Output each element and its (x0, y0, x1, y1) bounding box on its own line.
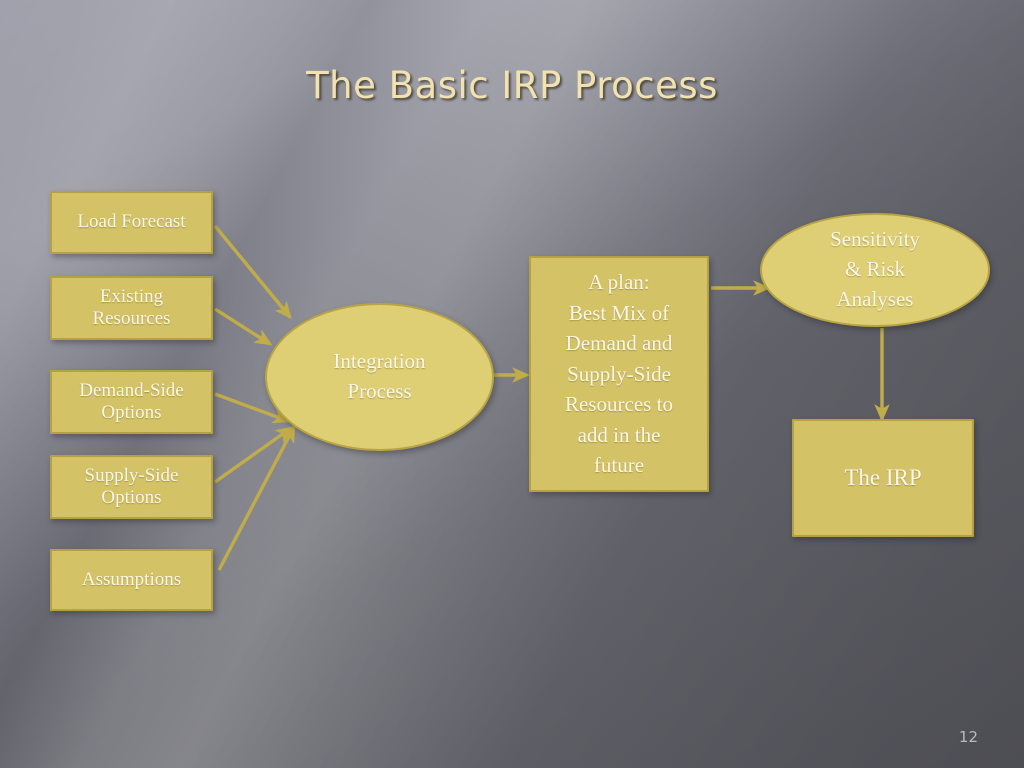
arrow-assumptions-to-integration (217, 424, 296, 571)
page-title: The Basic IRP Process (306, 64, 718, 107)
node-assumptions-label: Assumptions (81, 568, 182, 590)
arrow-existing-resources-to-integration (214, 307, 273, 346)
arrow-load-forecast-to-integration (213, 224, 292, 320)
node-load-forecast-label: Load Forecast (77, 211, 186, 233)
node-load-forecast[interactable]: Load Forecast (50, 191, 213, 254)
arrow-supply-side-to-integration (214, 426, 294, 484)
page-number: 12 (958, 728, 978, 746)
node-assumptions[interactable]: Assumptions (50, 549, 213, 611)
node-the-irp[interactable]: The IRP (792, 419, 974, 537)
node-the-irp-label: The IRP (844, 464, 922, 490)
